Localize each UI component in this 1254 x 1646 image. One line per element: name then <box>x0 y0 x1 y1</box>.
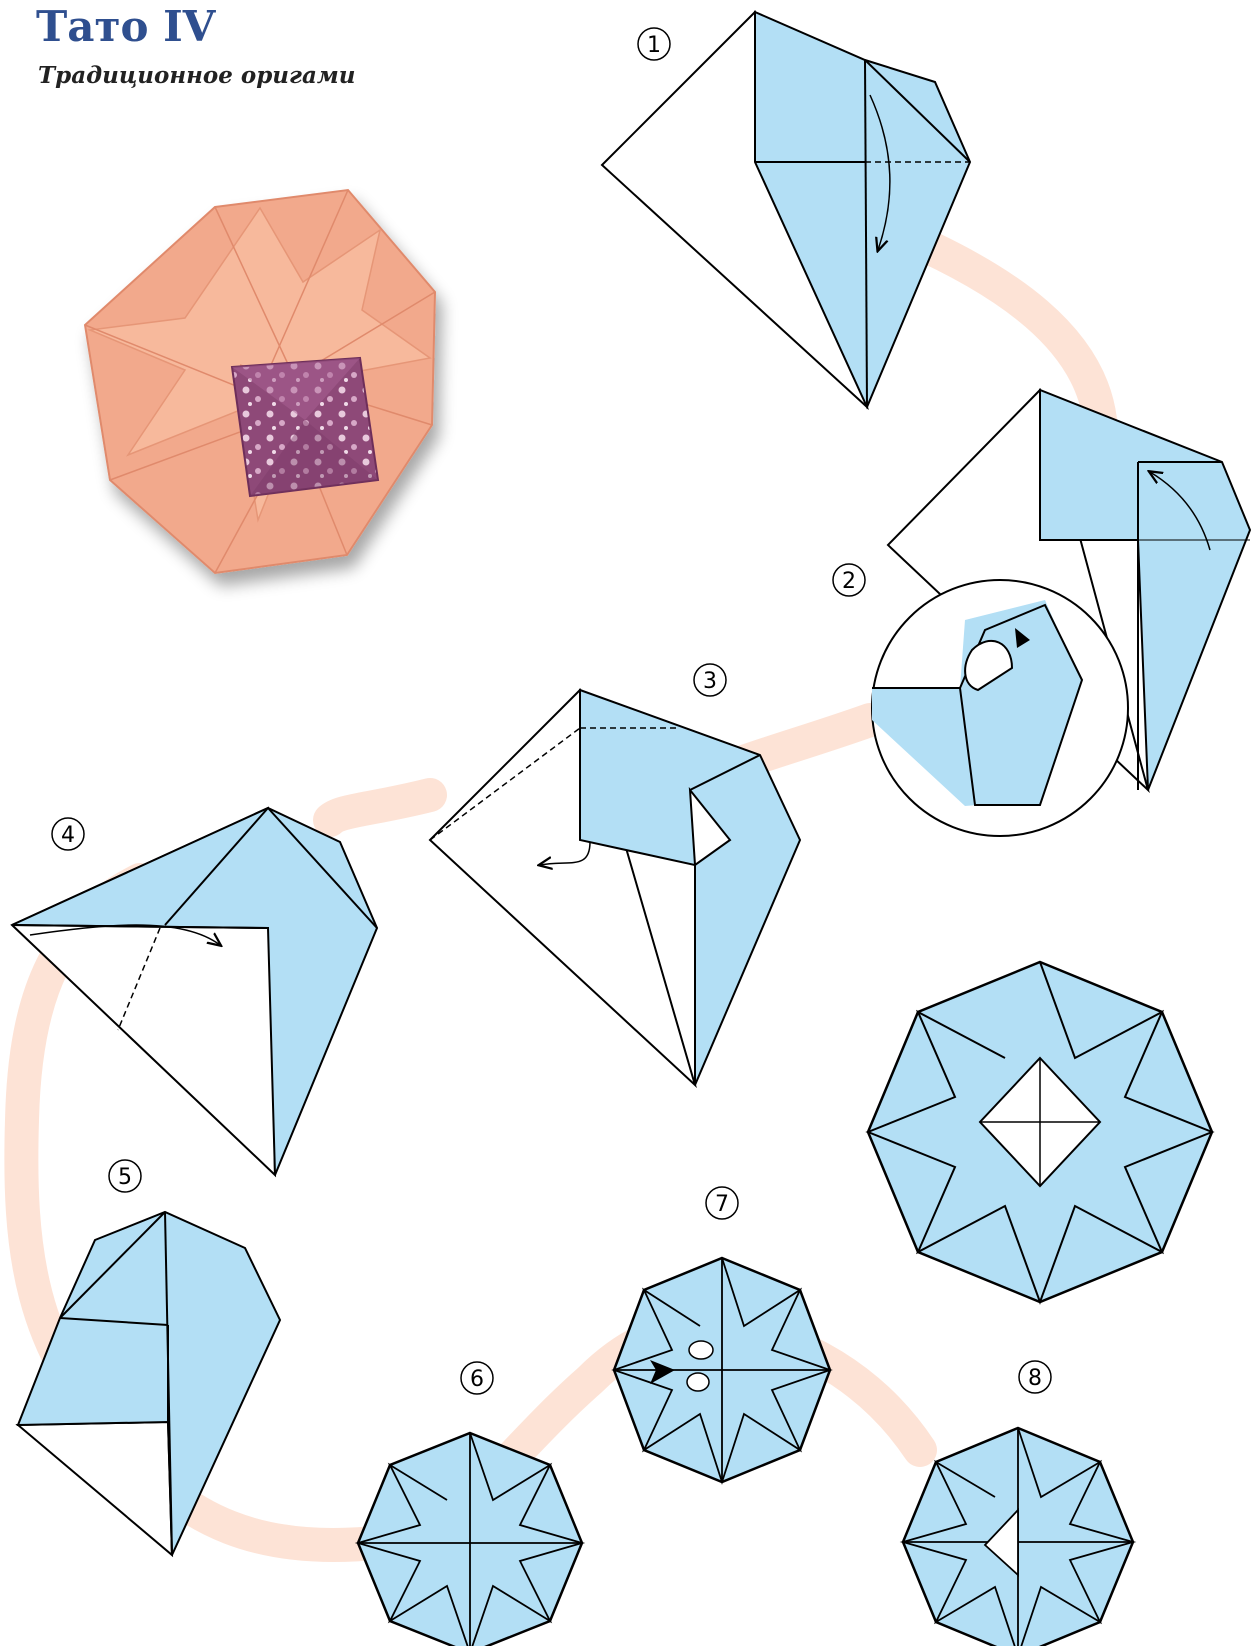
svg-text:4: 4 <box>61 823 75 848</box>
svg-text:8: 8 <box>1028 1366 1042 1391</box>
svg-text:5: 5 <box>118 1165 132 1190</box>
step-7-diagram <box>614 1258 830 1482</box>
step-3-diagram <box>430 690 800 1085</box>
svg-text:2: 2 <box>842 569 856 594</box>
step-number-6: 6 <box>461 1362 493 1394</box>
step-1-diagram <box>602 12 970 407</box>
step-number-8: 8 <box>1019 1361 1051 1393</box>
svg-text:6: 6 <box>470 1367 484 1392</box>
svg-text:7: 7 <box>715 1192 729 1217</box>
step-4-diagram <box>12 808 377 1175</box>
step-number-4: 4 <box>52 818 84 850</box>
step-5-diagram <box>18 1212 280 1555</box>
step-number-2: 2 <box>833 564 865 596</box>
step-number-7: 7 <box>706 1187 738 1219</box>
step-8-diagram <box>903 1428 1133 1646</box>
step-number-3: 3 <box>694 664 726 696</box>
step-number-1: 1 <box>638 28 670 60</box>
step-number-5: 5 <box>109 1160 141 1192</box>
step-2-diagram <box>872 390 1250 836</box>
finished-model-photo <box>85 190 435 573</box>
final-model-diagram <box>868 962 1212 1302</box>
step-6-diagram <box>358 1433 582 1646</box>
svg-text:1: 1 <box>647 33 661 58</box>
svg-text:3: 3 <box>703 669 717 694</box>
